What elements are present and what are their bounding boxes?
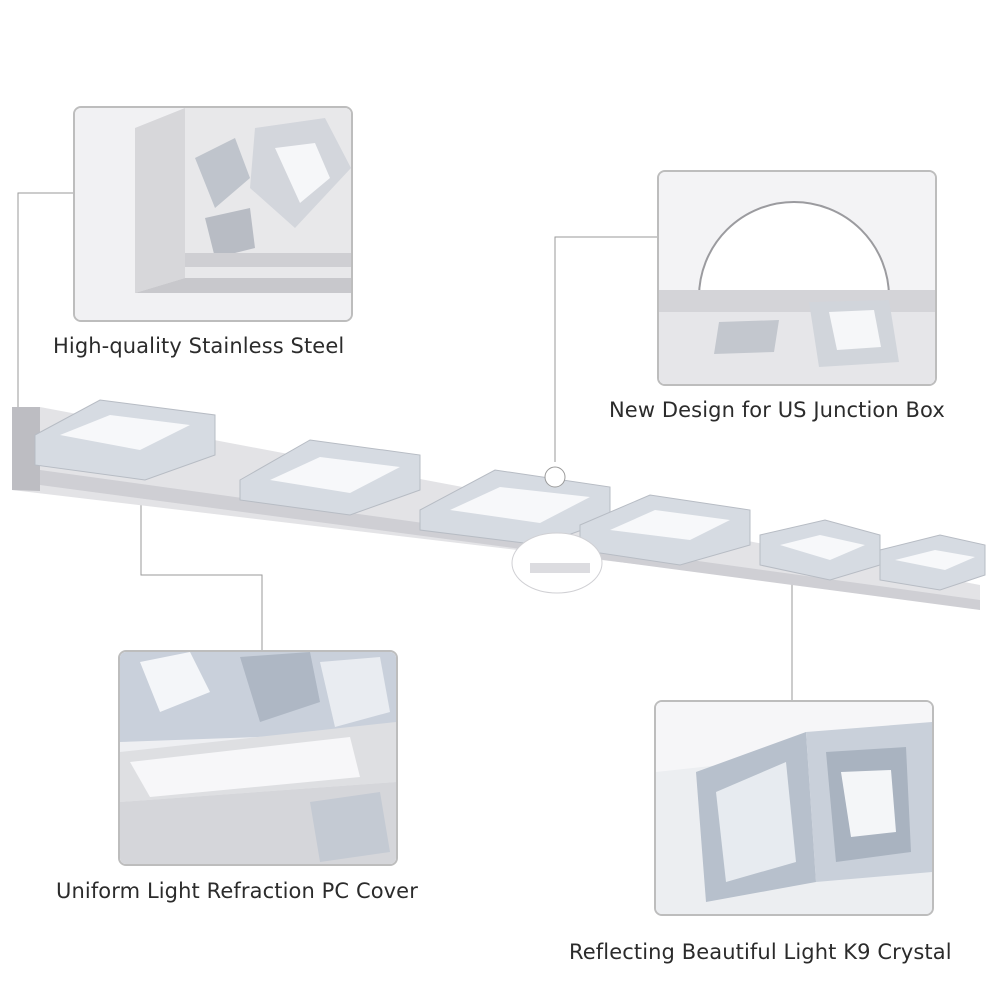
crystal-detail-image [654, 700, 934, 916]
vanity-light-fixture [12, 399, 986, 610]
caption-crystal: Reflecting Beautiful Light K9 Crystal [569, 940, 952, 964]
caption-steel: High-quality Stainless Steel [53, 334, 345, 358]
caption-junction: New Design for US Junction Box [609, 398, 945, 422]
junction-detail-image [657, 170, 937, 386]
pc-cover-detail-image [118, 650, 398, 866]
caption-cover: Uniform Light Refraction PC Cover [56, 879, 418, 903]
steel-detail-image [73, 106, 353, 322]
